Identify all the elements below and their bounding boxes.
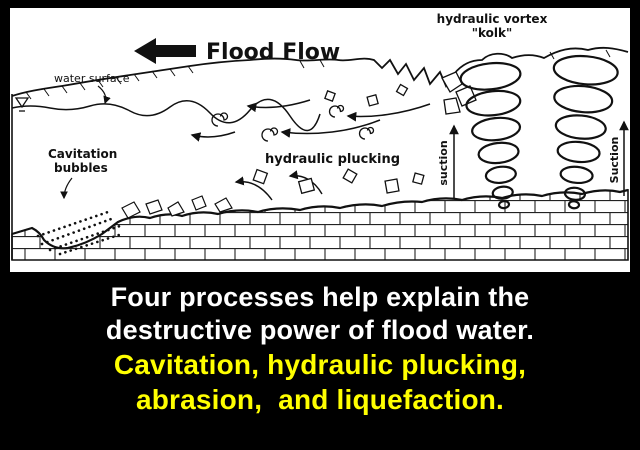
caption-line-4: abrasion, and liquefaction. xyxy=(135,384,505,415)
flow-arrows xyxy=(190,99,431,142)
flood-flow-arrow xyxy=(134,38,196,64)
kolk-label: "kolk" xyxy=(472,26,513,40)
cavitation-pointer-arrow xyxy=(60,177,73,200)
hydraulic-plucking-label: hydraulic plucking xyxy=(265,152,400,167)
flood-flow-label: Flood Flow xyxy=(206,40,340,65)
vortex-right xyxy=(552,54,619,210)
eddy-curl-icons xyxy=(211,104,375,142)
boulder-cluster xyxy=(441,71,477,115)
debris-blocks xyxy=(252,83,425,195)
water-surface-pointer-arrow xyxy=(97,85,111,105)
water-surface-label: water surface xyxy=(54,72,130,85)
water-surface-line xyxy=(11,98,321,132)
bedrock xyxy=(11,188,629,261)
caption: Four processes help explain the destruct… xyxy=(0,281,640,417)
caption-line-2: destructive power of flood water. xyxy=(105,315,535,345)
cavitation-bubbles xyxy=(36,210,124,256)
hydraulic-vortex-label: hydraulic vortex xyxy=(437,12,548,26)
cavitation-label-line2: bubbles xyxy=(54,161,108,175)
terrain-line xyxy=(11,46,629,260)
terrain-hatching xyxy=(25,49,611,100)
cavitation-label-line1: Cavitation xyxy=(48,147,117,161)
suction-left-label: suction xyxy=(437,140,450,185)
vortex-left xyxy=(459,61,522,210)
caption-line-1: Four processes help explain the xyxy=(110,282,530,312)
rubble xyxy=(121,195,233,219)
flood-processes-diagram: Flood Flow hydraulic vortex "kolk" water… xyxy=(11,12,629,261)
water-level-symbol xyxy=(14,97,30,112)
diagram-panel: Flood Flow hydraulic vortex "kolk" water… xyxy=(10,8,630,272)
caption-line-3: Cavitation, hydraulic plucking, xyxy=(113,349,527,380)
suction-right-label: Suction xyxy=(608,137,621,184)
